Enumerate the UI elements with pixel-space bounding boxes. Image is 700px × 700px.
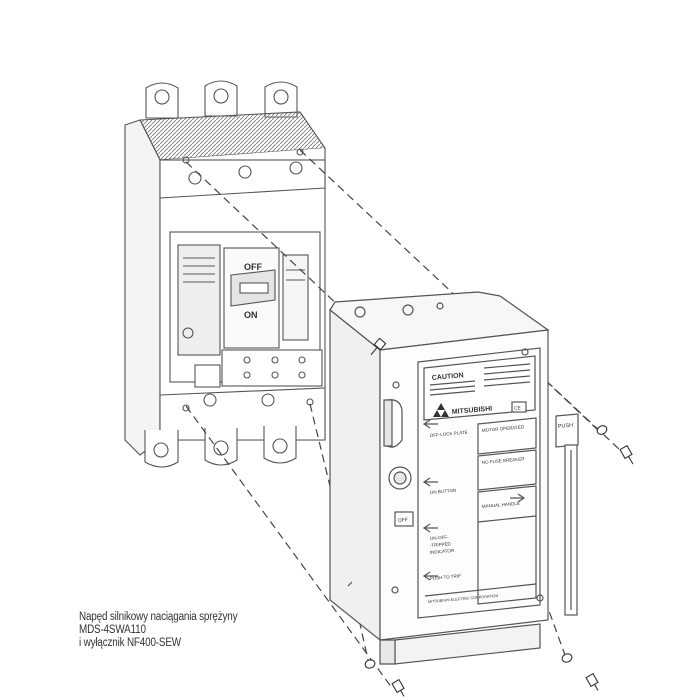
caption-line-2: MDS-4SWA110 [79,624,146,636]
switch-on-label: ON [244,310,258,320]
caption-line-3: i wyłącznik NF400-SEW [79,637,181,649]
screw-icon [364,659,376,669]
manual-handle-label: MANUAL HANDLE [482,501,520,509]
indicator-line-1: ON-OFF- [430,534,450,541]
top-terminals [145,80,298,119]
off-lock-plate-label: OFF-LOCK PLATE [430,430,468,438]
no-fuse-breaker-label: NO FUSE BREAKER [482,456,526,465]
caption-line-1: Napęd silnikowy naciągania sprężyny [79,611,238,623]
indicator-line-3: INDICATOR [430,548,455,555]
screw-icon [370,337,387,356]
indicator-line-2: -TRIPPED [430,541,452,548]
push-label: PUSH [558,423,574,430]
push-to-trip-label: PUSH TO TRIP [430,573,462,581]
on-button-label: ON BUTTON [430,488,457,495]
mounting-screws [364,337,634,697]
circuit-breaker [124,80,327,468]
screw-icon [596,425,608,435]
motor-operated-label: MOTOR OPERATED [482,424,525,433]
manufacturer-label: MITSUBISHI ELECTRIC CORPORATION [428,594,499,604]
figure-caption: Napęd silnikowy naciągania sprężyny MDS-… [79,611,268,650]
brand-label: MITSUBISHI [452,405,493,416]
switch-off-label: OFF [244,262,262,272]
screw-icon [561,653,573,663]
screw-icon [391,678,405,697]
caution-label: CAUTION [432,372,464,382]
motor-operator-unit [329,291,579,665]
off-button-label: OFF [398,517,408,524]
ce-mark: CE [514,405,522,412]
screw-icon [585,672,599,691]
bottom-terminals [144,426,297,468]
screw-icon [619,444,634,465]
